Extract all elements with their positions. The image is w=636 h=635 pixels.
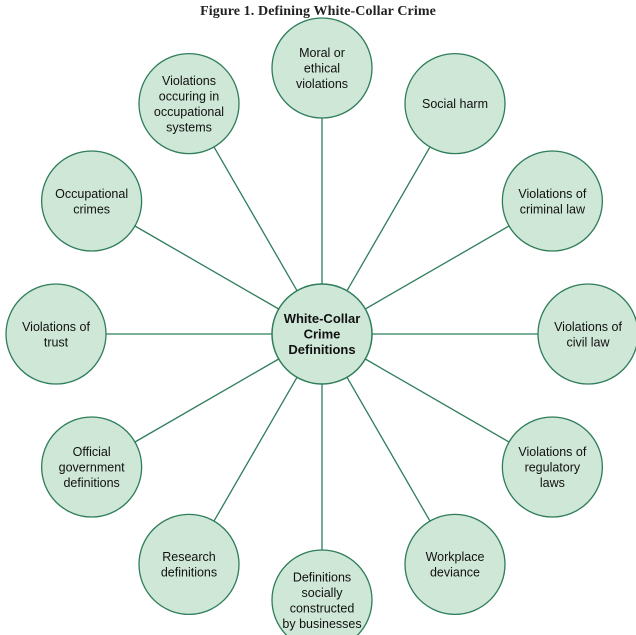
node-violations-of-trust-label-line: Violations of [22,320,90,334]
node-research-definitions: Research definitions [138,513,240,616]
node-circle [404,513,506,616]
node-moral-or-ethical-violations-label-line: ethical [304,62,340,76]
node-circle [138,52,240,155]
node-circle [501,150,604,252]
node-official-government-definitions-label-line: Official [73,445,111,459]
connector-social-harm [346,146,431,292]
node-violations-occuring-in-occupational-systems-label-line: Violations [162,74,216,88]
figure-title: Figure 1. Defining White-Collar Crime [200,4,436,19]
node-workplace-deviance: Workplace deviance [404,513,506,616]
node-social-harm: Social harm [404,52,506,155]
node-violations-of-criminal-law-label-line: Violations of [518,187,586,201]
node-definitions-socially-constructed-by-businesses-label-line: constructed [290,601,355,615]
node-violations-of-trust-label-line: trust [44,335,69,349]
node-circle [404,52,506,155]
node-moral-or-ethical-violations-label-line: violations [296,77,348,91]
node-circle [40,416,143,518]
connector-violations-occuring-in-occupational-systems [213,146,298,292]
node-research-definitions-label-line: Research [162,550,216,564]
node-violations-occuring-in-occupational-systems-label-line: occupational [154,105,224,119]
hub-label-line: White-Collar [284,311,361,326]
node-workplace-deviance-label-line: Workplace [426,550,485,564]
node-circle [271,549,373,635]
connectors [106,118,538,550]
node-circle [5,283,107,385]
node-violations-occuring-in-occupational-systems-label-line: systems [166,120,212,134]
node-workplace-deviance-label-line: deviance [430,566,480,580]
node-moral-or-ethical-violations-label-line: Moral or [299,46,345,60]
node-social-harm-label-line: Social harm [422,97,488,111]
node-circle [138,513,240,616]
node-official-government-definitions-label-line: definitions [63,476,119,490]
node-violations-of-regulatory-laws-label-line: regulatory [525,461,581,475]
node-definitions-socially-constructed-by-businesses-label-line: socially [302,586,344,600]
node-official-government-definitions-label-line: government [59,461,126,475]
hub-label-line: Definitions [288,342,355,357]
node-circle [271,17,373,119]
node-circle [501,416,604,518]
hub-circle [271,283,373,385]
connector-violations-of-criminal-law [364,225,510,310]
hub-label-line: Crime [304,327,341,342]
node-definitions-socially-constructed-by-businesses-label-line: by businesses [282,617,361,631]
node-occupational-crimes-label-line: Occupational [55,187,128,201]
connector-research-definitions [213,376,298,522]
node-research-definitions-label-line: definitions [161,566,217,580]
connector-workplace-deviance [346,376,431,522]
node-violations-of-regulatory-laws-label-line: laws [540,476,565,490]
node-circle [537,283,636,385]
node-violations-of-civil-law-label-line: civil law [566,335,610,349]
connector-violations-of-regulatory-laws [364,358,510,443]
node-violations-of-criminal-law-label-line: criminal law [520,202,586,216]
node-definitions-socially-constructed-by-businesses-label-line: Definitions [293,570,351,584]
node-violations-occuring-in-occupational-systems-label-line: occuring in [159,89,219,103]
node-circle [40,150,143,252]
connector-occupational-crimes [134,225,280,310]
node-occupational-crimes-label-line: crimes [73,202,110,216]
node-violations-of-regulatory-laws-label-line: Violations of [518,445,586,459]
node-violations-of-civil-law-label-line: Violations of [554,320,622,334]
connector-official-government-definitions [134,358,280,443]
